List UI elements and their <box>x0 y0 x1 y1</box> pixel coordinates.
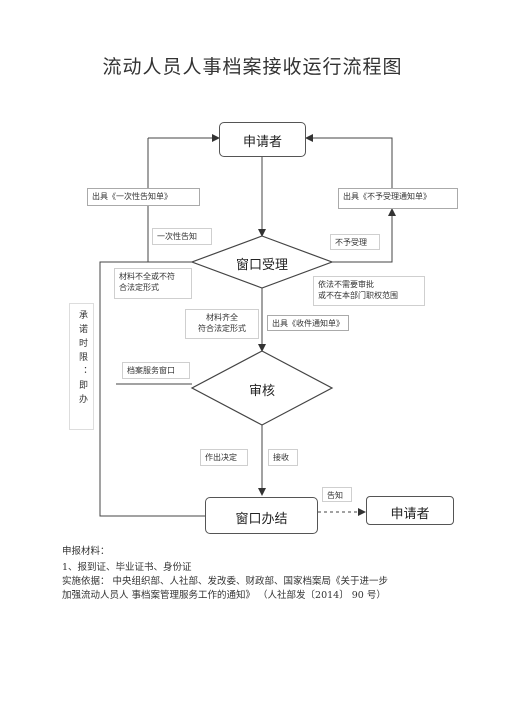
receipt-notice-box: 出具《收件通知单》 <box>267 315 349 331</box>
promise-time-label: 承诺时限：即办 <box>77 310 87 408</box>
node-applicant-top-label: 申请者 <box>242 135 282 150</box>
one-time-inform-label: 一次性告知 <box>152 228 212 245</box>
diamond-window-accept <box>190 235 334 289</box>
not-accept-notice-box: 出具《不予受理通知单》 <box>338 188 458 209</box>
diamond-review <box>190 350 334 426</box>
one-time-notice-box: 出具《一次性告知单》 <box>87 188 200 206</box>
materials-item: 1、报到证、毕业证书、身份证 <box>62 562 192 573</box>
receive-label: 接收 <box>268 449 298 466</box>
node-applicant-top: 申请者 <box>219 122 306 157</box>
node-applicant-right-label: 申请者 <box>390 507 430 522</box>
node-window-complete-label: 窗口办结 <box>235 512 288 527</box>
basis-line-1: 实施依据： 中央组织部、人社部、发改委、财政部、国家档案局《关于进一步 <box>62 576 389 587</box>
materials-incomplete-label: 材料不全或不符 合法定形式 <box>114 268 192 299</box>
node-applicant-right: 申请者 <box>366 496 454 525</box>
arrow-notaccept-to-applicant <box>305 134 393 188</box>
basis-line-2: 加强流动人员人 事档案管理服务工作的通知》 （人社部发〔2014〕 90 号） <box>62 590 386 601</box>
inform-label: 告知 <box>322 487 352 502</box>
promise-time-box: 承诺时限：即办 <box>69 303 94 430</box>
materials-complete-label: 材料齐全 符合法定形式 <box>185 309 259 339</box>
node-window-complete: 窗口办结 <box>205 497 318 534</box>
legal-scope-label: 依法不需要审批 或不在本部门职权范围 <box>313 276 425 306</box>
node-window-accept-label: 窗口受理 <box>235 258 288 273</box>
decision-label: 作出决定 <box>200 449 248 466</box>
node-review-label: 审核 <box>248 384 275 399</box>
not-accept-label: 不予受理 <box>330 234 380 250</box>
line-complete-return <box>99 261 205 517</box>
materials-heading: 申报材料： <box>62 546 110 557</box>
arrow-accept-to-notaccept <box>332 208 396 263</box>
archive-window-label: 档案服务窗口 <box>122 362 190 379</box>
page-title: 流动人员人事档案接收运行流程图 <box>102 56 403 78</box>
